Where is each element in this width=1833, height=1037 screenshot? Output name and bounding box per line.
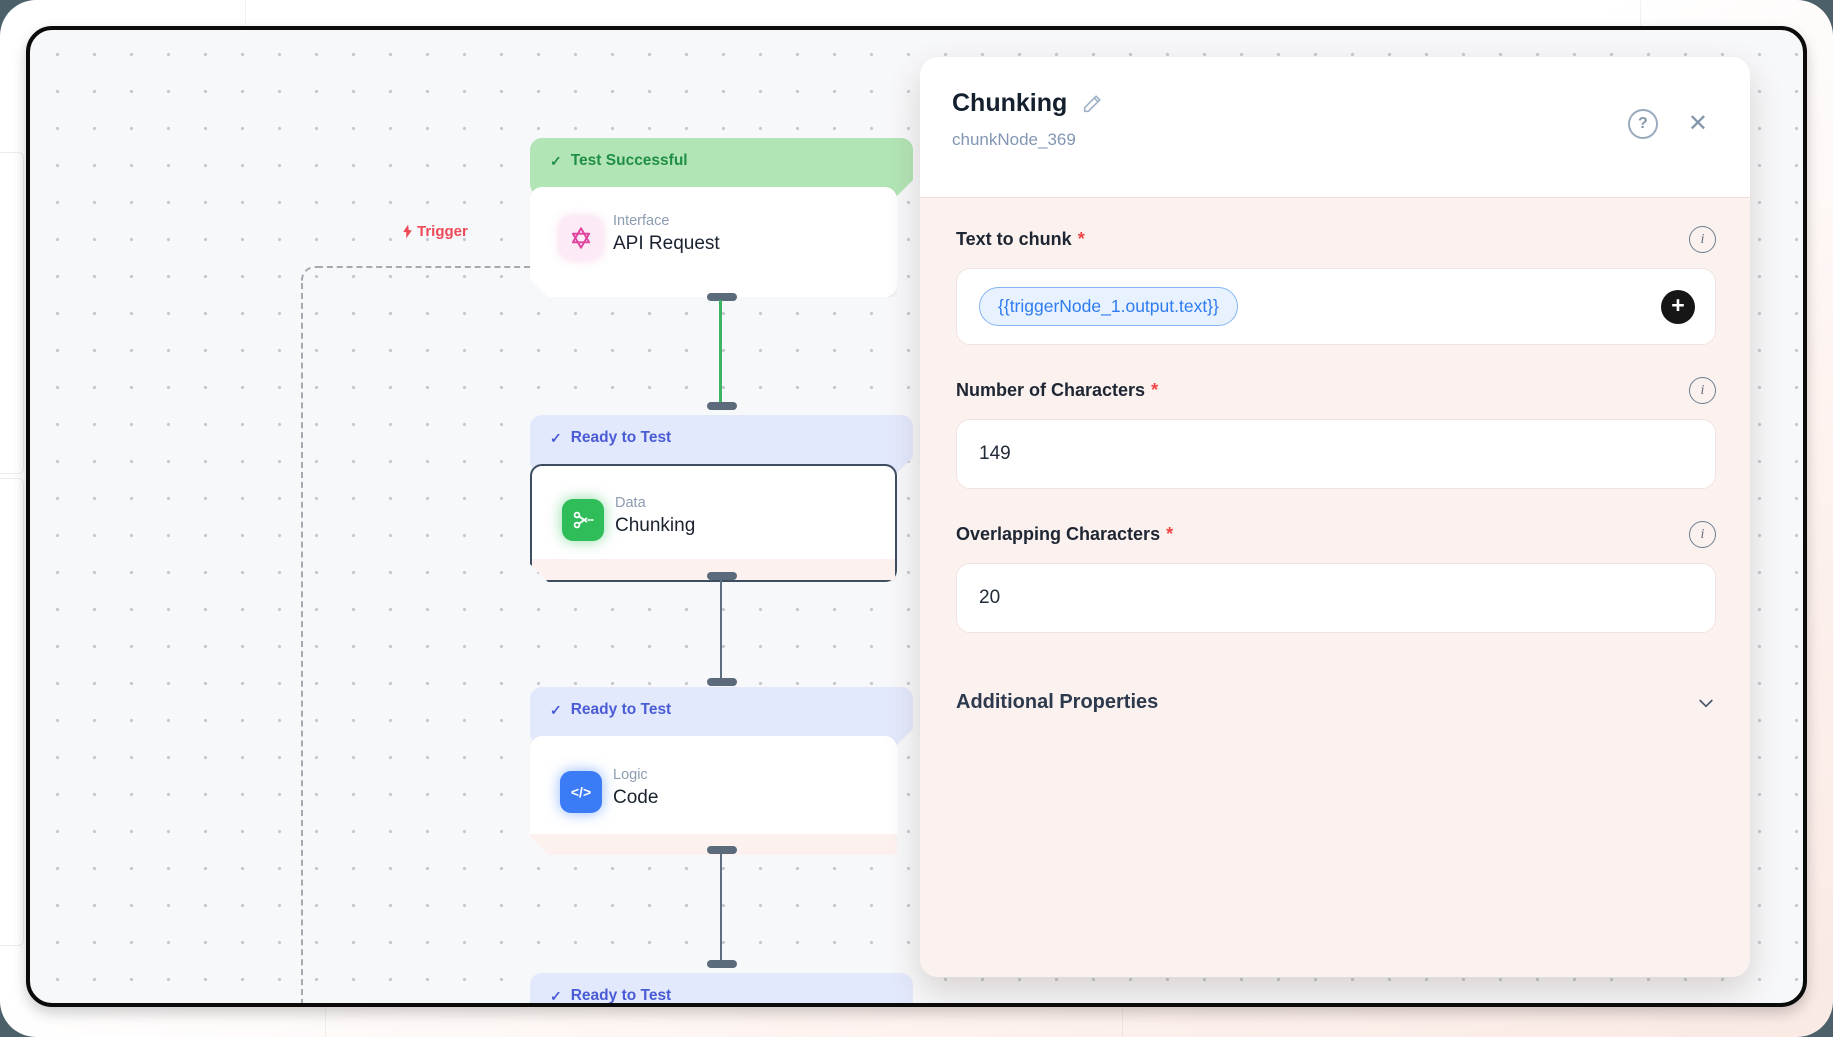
outer-side-panel [0,478,24,946]
info-icon[interactable]: i [1689,377,1716,404]
check-icon: ✓ [550,988,562,1004]
code-glyph: </> [570,784,592,800]
edit-pencil-icon[interactable] [1081,93,1103,115]
check-icon: ✓ [550,430,562,446]
node-title: API Request [613,233,720,254]
overlapping-characters-input[interactable] [957,587,1564,609]
node-category: Interface [613,213,670,229]
node-footer-strip [532,559,895,580]
help-icon[interactable]: ? [1627,109,1658,139]
field-label-text-to-chunk: Text to chunk* [956,229,1085,250]
node-title: Chunking [615,515,696,536]
node-category: Logic [613,767,648,783]
node-id: chunkNode_369 [952,130,1076,149]
chevron-down-icon [1699,699,1713,707]
panel-header: Chunking chunkNode_369 ? ✕ [920,57,1750,150]
node-chunking[interactable]: ✓ Ready to Test Data Chunking [530,415,913,577]
workflow-window: Trigger ✓ Test Successful Interface [26,26,1807,1007]
panel-divider [920,197,1750,198]
field-label-number-of-characters: Number of Characters* [956,380,1158,401]
node-card-code[interactable]: </> Logic Code [530,736,897,855]
trigger-label-text: Trigger [417,223,468,240]
sparkle-icon [560,217,602,259]
additional-properties-label: Additional Properties [956,691,1159,713]
status-badge-label: Ready to Test [570,429,672,446]
number-of-characters-box [956,419,1716,489]
trigger-edge-corner [301,266,319,284]
required-asterisk: * [1166,524,1174,544]
edge-api-to-chunking [719,300,722,404]
number-of-characters-input[interactable] [957,443,1564,465]
output-handle[interactable] [707,846,737,854]
panel-title: Chunking [952,89,1068,117]
outer-grid-line [1122,1007,1123,1037]
outer-grid-line [325,1007,326,1037]
node-api-request[interactable]: ✓ Test Successful Interface API Request [530,138,913,298]
node-card-api-request[interactable]: Interface API Request [530,187,897,297]
field-label-overlapping-characters: Overlapping Characters* [956,524,1173,545]
status-badge-label: Ready to Test [570,987,672,1004]
node-next-partial[interactable]: ✓ Ready to Test [530,973,913,1007]
additional-properties-toggle[interactable]: Additional Properties [956,691,1716,714]
node-card-chunking[interactable]: Data Chunking [530,464,897,582]
required-asterisk: * [1077,229,1085,249]
input-handle[interactable] [707,678,737,686]
lightning-bolt-icon [403,224,412,239]
scissors-icon [562,499,604,541]
node-title: Code [613,787,659,808]
field-label-text: Text to chunk [956,229,1072,249]
check-icon: ✓ [550,153,562,169]
panel-content: Text to chunk* i {{triggerNode_1.output.… [920,198,1750,977]
check-icon: ✓ [550,702,562,718]
input-handle[interactable] [707,402,737,410]
output-handle[interactable] [707,572,737,580]
status-badge-ready-to-test: ✓ Ready to Test [530,973,913,1007]
variable-pill[interactable]: {{triggerNode_1.output.text}} [979,287,1238,326]
field-label-text: Overlapping Characters [956,524,1161,544]
node-category: Data [615,495,646,511]
output-handle[interactable] [707,293,737,301]
status-badge-label: Test Successful [570,152,688,169]
code-icon: </> [560,771,602,813]
status-badge-test-successful: ✓ Test Successful [530,138,913,196]
text-to-chunk-input[interactable]: {{triggerNode_1.output.text}} + [956,268,1716,345]
edge-chunking-to-code [720,580,722,682]
outer-grid-line [1640,0,1641,26]
required-asterisk: * [1151,380,1159,400]
status-badge-label: Ready to Test [570,701,672,718]
trigger-edge-vertical [301,283,303,1003]
node-code[interactable]: ✓ Ready to Test </> Logic Code [530,687,913,849]
status-badge-ready-to-test: ✓ Ready to Test [530,415,913,473]
overlapping-characters-box [956,563,1716,633]
info-icon[interactable]: i [1689,521,1716,548]
trigger-edge-horizontal [317,266,530,268]
field-label-text: Number of Characters [956,380,1146,400]
add-variable-button[interactable]: + [1661,289,1695,324]
close-icon[interactable]: ✕ [1687,110,1708,137]
info-icon[interactable]: i [1689,226,1716,253]
node-config-panel: Chunking chunkNode_369 ? ✕ Text to chunk… [920,57,1750,977]
outer-side-panel [0,152,24,474]
input-handle[interactable] [707,960,737,968]
node-footer-strip [530,834,897,855]
edge-code-to-next [720,854,722,962]
outer-grid-line [245,0,246,26]
trigger-edge-label: Trigger [400,223,468,240]
status-badge-ready-to-test: ✓ Ready to Test [530,687,913,745]
